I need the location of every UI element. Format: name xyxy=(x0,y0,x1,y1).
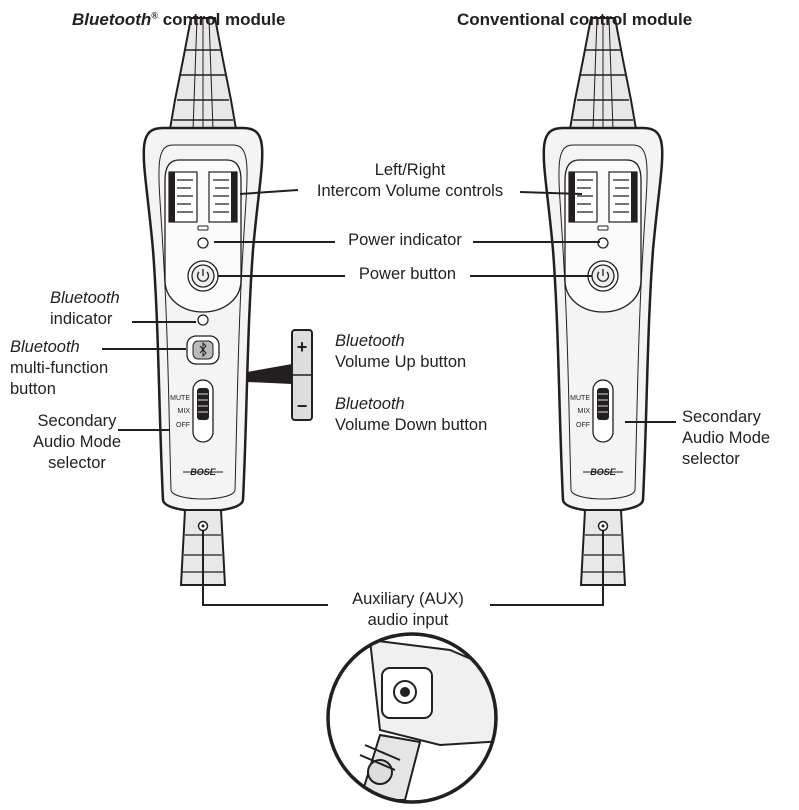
conventional-module-title: Conventional control module xyxy=(457,10,693,29)
bose-logo-left: BOSE xyxy=(190,467,217,477)
volume-down-symbol: − xyxy=(297,396,308,416)
bluetooth-module-title: Bluetooth® control module xyxy=(72,10,286,29)
mode-mute-left: MUTE xyxy=(170,395,190,402)
power-indicator-label: Power indicator xyxy=(348,231,462,249)
aux-input-closeup xyxy=(326,632,498,804)
power-button-label: Power button xyxy=(358,265,457,283)
bluetooth-icon xyxy=(199,341,207,358)
mode-mix-left: MIX xyxy=(178,408,191,415)
leader-lines xyxy=(102,189,676,606)
bluetooth-indicator-light xyxy=(197,314,209,326)
aux-input-label: Auxiliary (AUX)audio input xyxy=(352,590,464,629)
bluetooth-control-module xyxy=(142,16,264,587)
mode-mix-right: MIX xyxy=(578,408,591,415)
bose-logo-right: BOSE xyxy=(590,467,617,477)
volume-up-symbol: + xyxy=(297,337,308,357)
mode-off-left: OFF xyxy=(176,422,190,429)
mode-mute-right: MUTE xyxy=(570,395,590,402)
mode-off-right: OFF xyxy=(576,422,590,429)
conventional-control-module xyxy=(542,16,664,587)
